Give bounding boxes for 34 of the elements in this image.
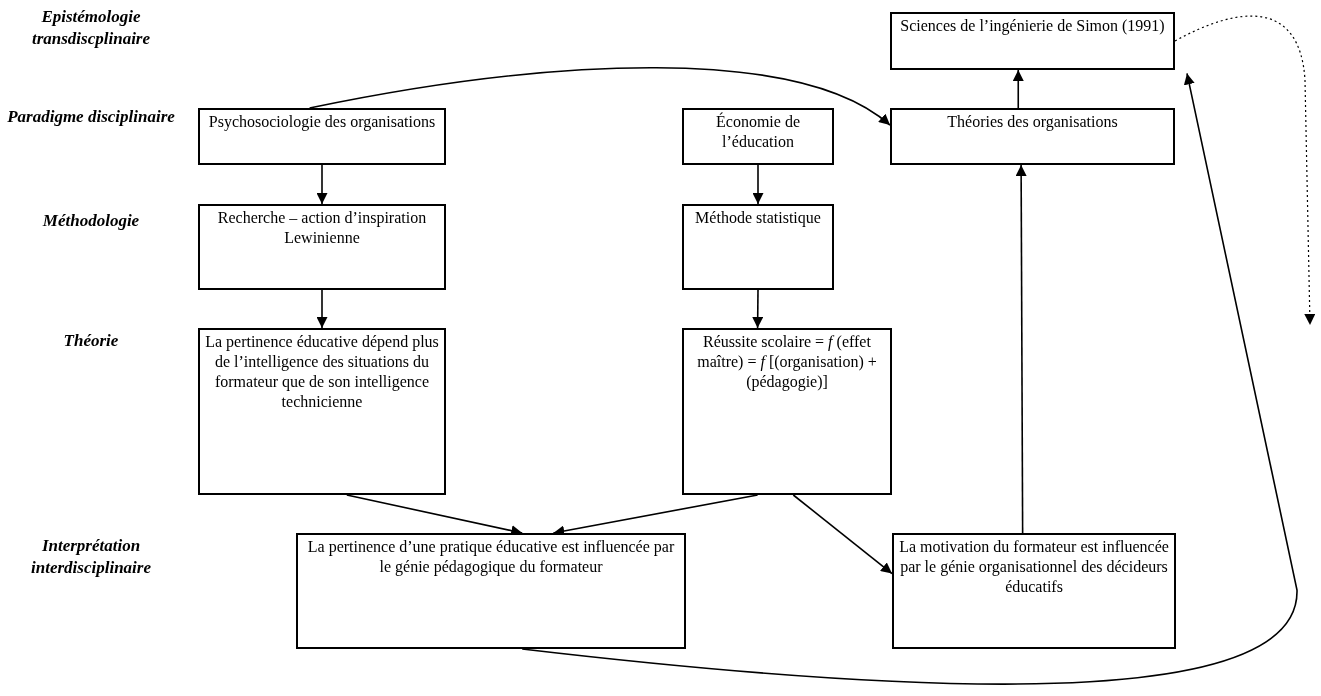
box-text: Sciences de l’ingénierie de Simon (1991) xyxy=(900,16,1165,36)
text-box xyxy=(296,533,686,649)
row-label: Théorie xyxy=(62,330,120,352)
arrow xyxy=(316,289,328,329)
text-box xyxy=(890,12,1175,70)
arrow xyxy=(521,72,1298,685)
text-box xyxy=(198,108,446,165)
text-box xyxy=(198,204,446,290)
box-text: Recherche – action d’inspiration Lewinienne xyxy=(216,208,428,248)
box-text: La pertinence éducative dépend plus de l’intelligence des situations du formateur que de son intelligence technicienne xyxy=(204,332,440,412)
row-label: Méthodologie xyxy=(41,210,141,232)
text-box xyxy=(892,533,1176,649)
text-box xyxy=(682,328,892,495)
box-text: La pertinence d’une pratique éducative est influencée par le génie pédagogique du formateur xyxy=(306,537,676,577)
text-box xyxy=(890,108,1175,165)
row-label: Epistémologie transdiscplinaire xyxy=(30,6,152,50)
arrow xyxy=(316,164,328,205)
arrow xyxy=(792,494,893,575)
text-box xyxy=(198,328,446,495)
box-text: Psychosociologie des organisations xyxy=(208,112,436,132)
box-text: Méthode statistique xyxy=(695,208,821,228)
arrow xyxy=(752,289,764,329)
arrow xyxy=(1015,164,1027,534)
arrow xyxy=(308,66,891,126)
box-text: Économie de l’éducation xyxy=(715,112,801,152)
text-box xyxy=(682,204,834,290)
arrow xyxy=(1012,69,1024,109)
row-label: Interprétation interdisciplinaire xyxy=(30,535,152,579)
box-text: La motivation du formateur est influencée par le génie organisationnel des décideurs éducatifs xyxy=(898,537,1170,597)
box-text: Théories des organisations xyxy=(947,112,1118,132)
box-text: Réussite scolaire = f (effet maître) = f [(organisation) + (pédagogie)] xyxy=(696,332,878,392)
row-label: Paradigme disciplinaire xyxy=(6,106,176,128)
arrow xyxy=(752,164,764,205)
text-box xyxy=(682,108,834,165)
